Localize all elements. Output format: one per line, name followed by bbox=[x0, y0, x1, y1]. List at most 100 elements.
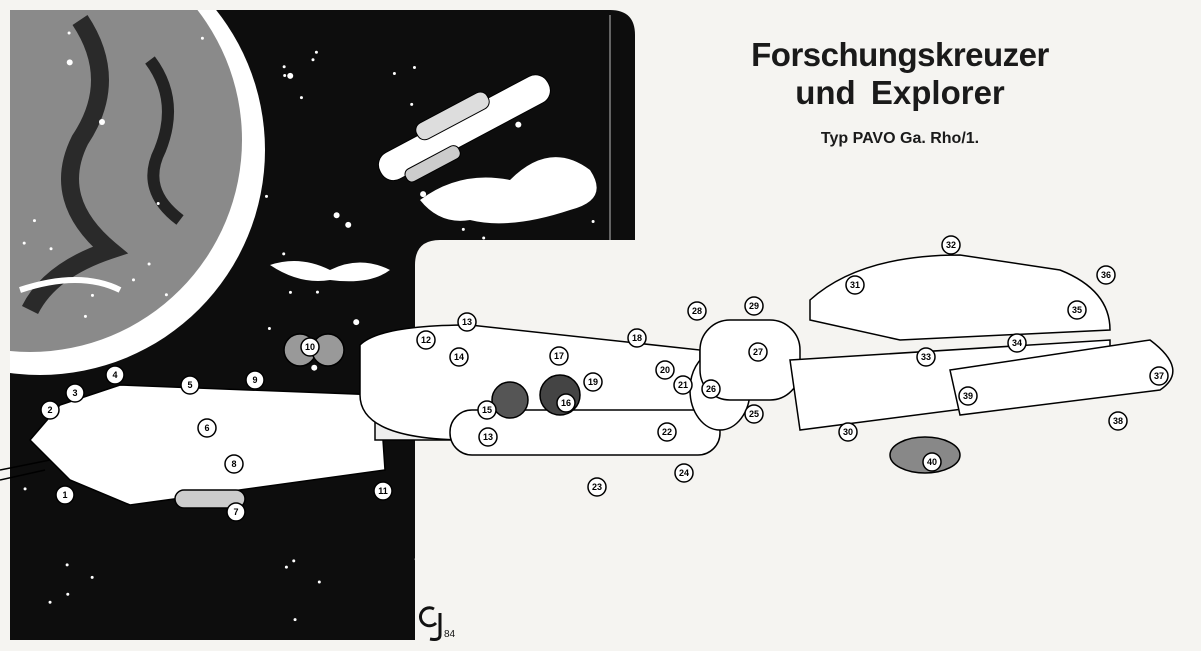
callout-7: 7 bbox=[226, 502, 246, 522]
callout-number: 33 bbox=[921, 352, 931, 362]
callout-number: 3 bbox=[72, 388, 77, 398]
star bbox=[282, 252, 286, 256]
callout-35: 35 bbox=[1067, 300, 1087, 320]
callout-number: 11 bbox=[378, 486, 388, 496]
callout-circle bbox=[226, 502, 246, 522]
callout-number: 23 bbox=[592, 482, 602, 492]
callout-number: 18 bbox=[632, 333, 642, 343]
callout-circle bbox=[1096, 265, 1116, 285]
callout-number: 29 bbox=[749, 301, 759, 311]
callout-21: 21 bbox=[673, 375, 693, 395]
callout-number: 1 bbox=[62, 490, 67, 500]
star bbox=[67, 31, 71, 35]
star bbox=[468, 503, 472, 507]
callout-circle bbox=[477, 400, 497, 420]
callout-29: 29 bbox=[744, 296, 764, 316]
callout-15: 15 bbox=[477, 400, 497, 420]
callout-number: 21 bbox=[678, 380, 688, 390]
star bbox=[22, 241, 26, 245]
callout-circle bbox=[687, 301, 707, 321]
callout-number: 27 bbox=[753, 347, 763, 357]
callout-circle bbox=[105, 365, 125, 385]
callout-20: 20 bbox=[655, 360, 675, 380]
callout-4: 4 bbox=[105, 365, 125, 385]
callout-number: 28 bbox=[692, 306, 702, 316]
star bbox=[264, 194, 268, 198]
callout-circle bbox=[916, 347, 936, 367]
callout-3: 3 bbox=[65, 383, 85, 403]
star bbox=[48, 600, 52, 604]
callout-circle bbox=[1149, 366, 1169, 386]
callout-19: 19 bbox=[583, 372, 603, 392]
signature-logo: 84 bbox=[418, 606, 456, 641]
distant-ship bbox=[377, 74, 551, 183]
star bbox=[49, 247, 53, 251]
callout-9: 9 bbox=[245, 370, 265, 390]
callout-number: 16 bbox=[561, 398, 571, 408]
subtitle: Typ PAVO Ga. Rho/1. bbox=[820, 130, 980, 147]
callout-circle bbox=[416, 330, 436, 350]
callout-11: 11 bbox=[373, 481, 393, 501]
callout-number: 38 bbox=[1113, 416, 1123, 426]
callout-number: 14 bbox=[454, 352, 464, 362]
callout-circle bbox=[583, 372, 603, 392]
callout-circle bbox=[224, 454, 244, 474]
callout-circle bbox=[701, 379, 721, 399]
callout-circle bbox=[373, 481, 393, 501]
star bbox=[548, 310, 552, 314]
callout-22: 22 bbox=[657, 422, 677, 442]
star bbox=[98, 119, 105, 126]
callout-25: 25 bbox=[744, 404, 764, 424]
callout-number: 37 bbox=[1154, 371, 1164, 381]
callout-8: 8 bbox=[224, 454, 244, 474]
callout-circle bbox=[674, 463, 694, 483]
callout-26: 26 bbox=[701, 379, 721, 399]
callout-circle bbox=[744, 404, 764, 424]
callout-number: 7 bbox=[233, 507, 238, 517]
star bbox=[420, 191, 427, 198]
title-line-1: Forschungskreuzer bbox=[751, 36, 1049, 73]
callout-circle bbox=[673, 375, 693, 395]
callout-circle bbox=[587, 477, 607, 497]
callout-38: 38 bbox=[1108, 411, 1128, 431]
callout-circle bbox=[838, 422, 858, 442]
callout-circle bbox=[1067, 300, 1087, 320]
star bbox=[392, 72, 396, 76]
star bbox=[314, 50, 318, 54]
callout-number: 12 bbox=[421, 335, 431, 345]
callout-34: 34 bbox=[1007, 333, 1027, 353]
callout-16: 16 bbox=[556, 393, 576, 413]
callout-18: 18 bbox=[627, 328, 647, 348]
callout-circle bbox=[245, 370, 265, 390]
star bbox=[66, 59, 73, 66]
callout-number: 20 bbox=[660, 365, 670, 375]
star bbox=[200, 36, 204, 40]
callout-number: 9 bbox=[252, 375, 257, 385]
star bbox=[311, 58, 315, 62]
star bbox=[591, 219, 595, 223]
callout-circle bbox=[922, 452, 942, 472]
callout-number: 2 bbox=[47, 405, 52, 415]
callout-2: 2 bbox=[40, 400, 60, 420]
callout-circle bbox=[457, 312, 477, 332]
star bbox=[90, 293, 94, 297]
callout-circle bbox=[449, 347, 469, 367]
callout-circle bbox=[1007, 333, 1027, 353]
callout-number: 40 bbox=[927, 457, 937, 467]
callout-number: 15 bbox=[482, 405, 492, 415]
callout-39: 39 bbox=[958, 386, 978, 406]
star bbox=[90, 575, 94, 579]
star bbox=[287, 72, 294, 79]
callout-number: 5 bbox=[187, 380, 192, 390]
star bbox=[282, 65, 286, 69]
callout-number: 30 bbox=[843, 427, 853, 437]
nebula bbox=[420, 157, 597, 224]
callout-number: 35 bbox=[1072, 305, 1082, 315]
callout-number: 19 bbox=[588, 377, 598, 387]
callout-6: 6 bbox=[197, 418, 217, 438]
star bbox=[283, 73, 287, 77]
star bbox=[490, 585, 494, 589]
callout-number: 39 bbox=[963, 391, 973, 401]
